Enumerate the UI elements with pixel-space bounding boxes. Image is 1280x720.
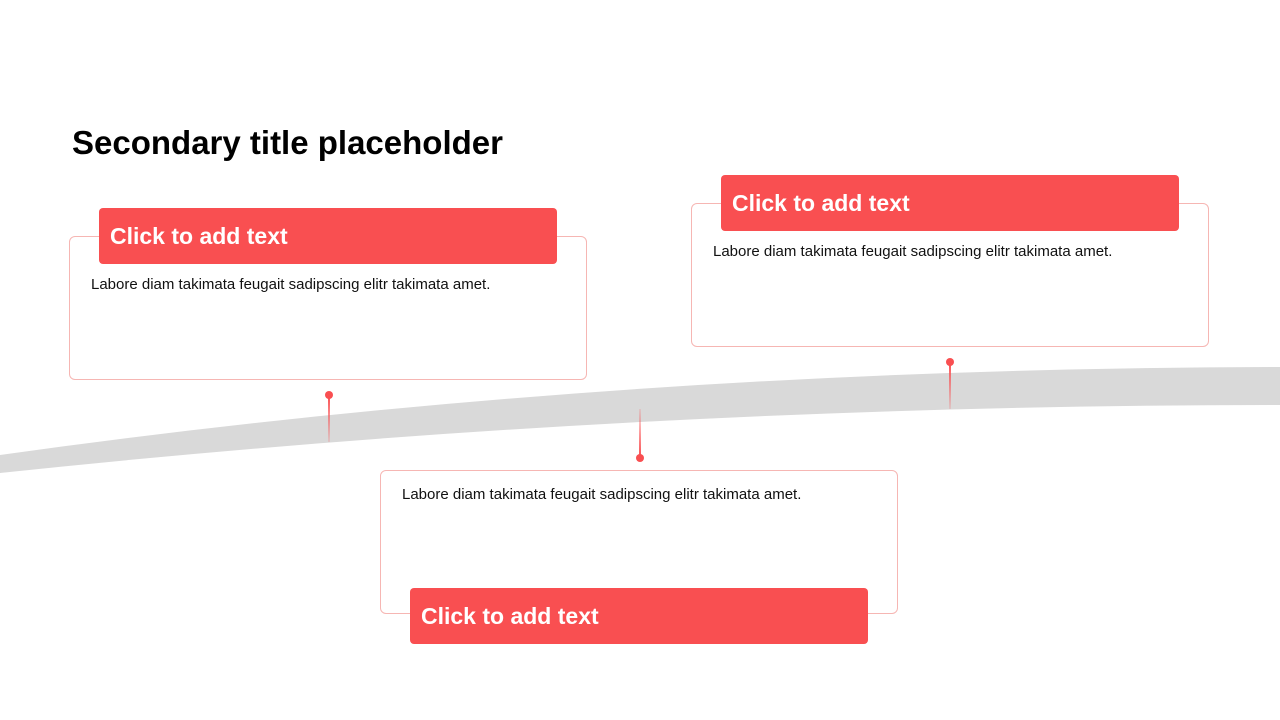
- card-1-body-text[interactable]: Labore diam takimata feugait sadipscing …: [91, 276, 491, 293]
- card-2-body-text[interactable]: Labore diam takimata feugait sadipscing …: [713, 243, 1113, 260]
- card-3-pin-line: [639, 409, 641, 457]
- card-2-header[interactable]: Click to add text: [721, 175, 1179, 231]
- slide-title[interactable]: Secondary title placeholder: [72, 124, 503, 161]
- card-1-header[interactable]: Click to add text: [99, 208, 557, 264]
- card-3-body-text[interactable]: Labore diam takimata feugait sadipscing …: [402, 486, 802, 503]
- card-1-pin-dot: [325, 391, 333, 399]
- card-3-header[interactable]: Click to add text: [410, 588, 868, 644]
- card-2-pin-dot: [946, 358, 954, 366]
- card-2-pin-line: [949, 363, 951, 409]
- card-1-pin-line: [328, 396, 330, 442]
- card-3-pin-dot: [636, 454, 644, 462]
